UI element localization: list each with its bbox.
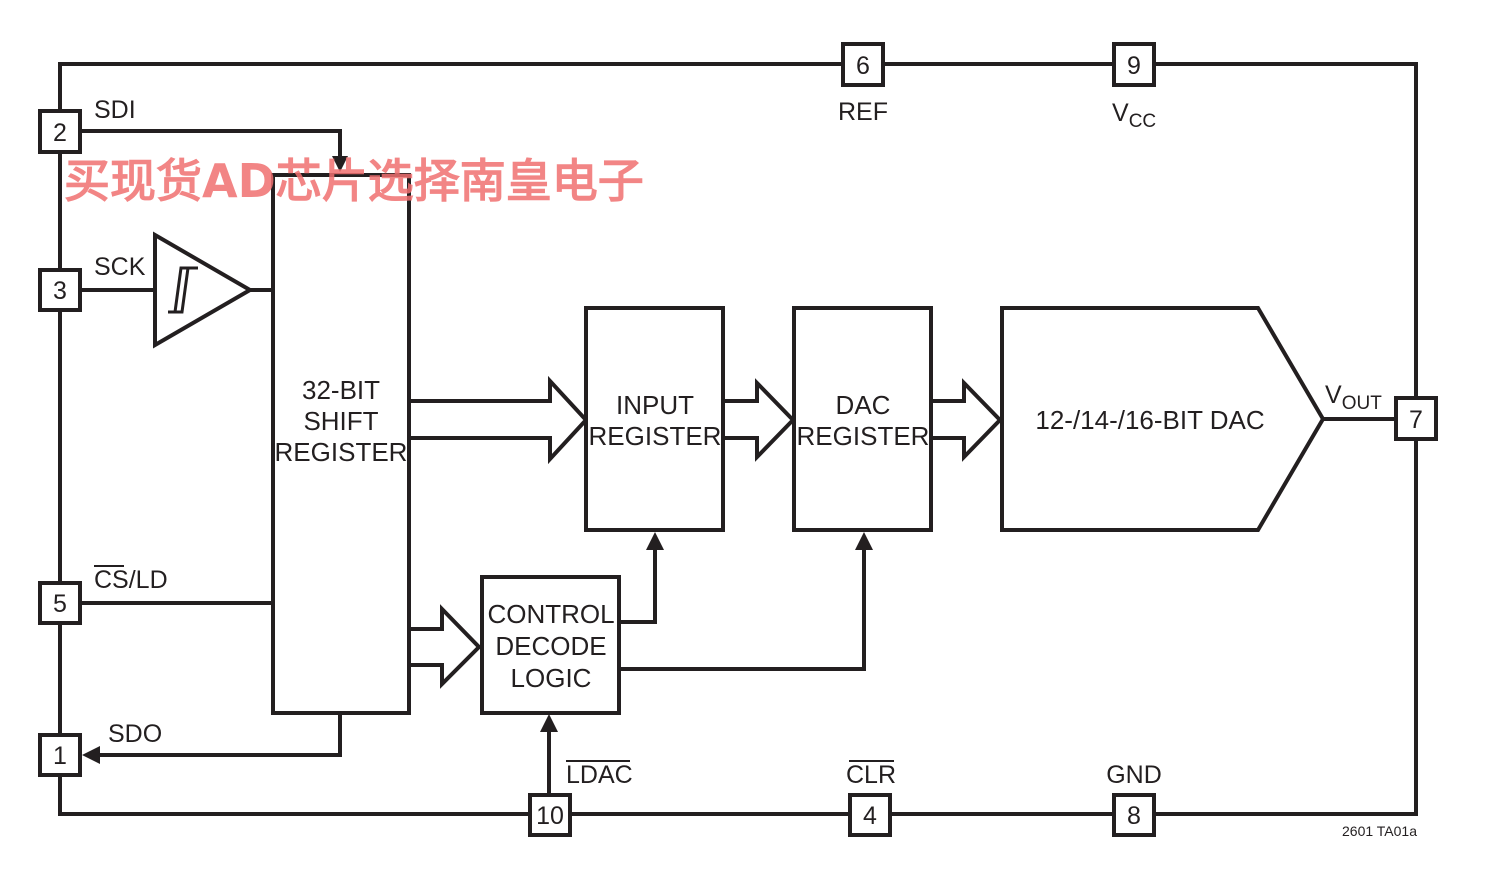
control-logic-line-1: CONTROL xyxy=(487,599,614,629)
pin-9: 9 xyxy=(1112,42,1156,87)
sdi-label: SDI xyxy=(94,96,136,124)
svg-text:2: 2 xyxy=(53,119,67,147)
watermark-text: 买现货AD芯片选择南皇电子 xyxy=(64,154,644,208)
control-logic-line-2: DECODE xyxy=(495,631,606,661)
input-register-line-1: INPUT xyxy=(616,390,694,420)
bus-arrow-to-dac xyxy=(929,378,1003,462)
input-register-line-2: REGISTER xyxy=(589,421,722,451)
vcc-label: VCC xyxy=(1112,99,1156,132)
ldac-arrowhead xyxy=(540,714,558,732)
dac-register-block xyxy=(792,306,933,532)
bus-arrow-to-dac-register xyxy=(721,378,796,462)
pin-10: 10 xyxy=(528,793,572,837)
svg-text:5: 5 xyxy=(53,590,67,618)
svg-text:1: 1 xyxy=(53,742,67,770)
pin-6: 6 xyxy=(841,42,885,87)
control-to-input-wire xyxy=(619,548,657,624)
svg-text:3: 3 xyxy=(53,277,67,305)
shift-register-block xyxy=(271,173,411,715)
dac-register-line-2: REGISTER xyxy=(797,421,930,451)
svg-text:6: 6 xyxy=(856,52,870,80)
ref-label: REF xyxy=(838,98,888,126)
dac-label: 12-/14-/16-BIT DAC xyxy=(1035,405,1264,435)
pin-2: 2 xyxy=(38,109,82,154)
svg-text:10: 10 xyxy=(536,802,564,830)
gnd-label: GND xyxy=(1106,761,1162,789)
pin-8: 8 xyxy=(1112,793,1156,837)
ldac-label: LDAC xyxy=(566,761,633,789)
dac-block xyxy=(1000,306,1326,532)
svg-text:9: 9 xyxy=(1127,52,1141,80)
control-to-input-arrowhead xyxy=(646,532,664,550)
control-to-dac-register-wire xyxy=(619,548,866,671)
sck-label: SCK xyxy=(94,253,146,281)
figure-code: 2601 TA01a xyxy=(1342,823,1417,839)
sdo-arrowhead xyxy=(82,746,100,764)
hysteresis-icon xyxy=(168,266,198,314)
pin-4: 4 xyxy=(848,793,892,837)
sdo-wire xyxy=(96,713,342,757)
sdi-arrowhead xyxy=(332,156,348,172)
dac-register-line-1: DAC xyxy=(836,390,891,420)
svg-text:7: 7 xyxy=(1409,406,1423,434)
bus-arrow-to-control-logic xyxy=(407,604,482,689)
svg-text:4: 4 xyxy=(863,802,877,830)
pin-7: 7 xyxy=(1394,396,1438,441)
control-logic-block xyxy=(480,575,621,715)
sdo-label: SDO xyxy=(108,720,162,748)
shift-register-line-1: 32-BIT xyxy=(302,375,380,405)
vout-label: VOUT xyxy=(1325,381,1382,414)
control-to-dac-register-arrowhead xyxy=(855,532,873,550)
input-register-block xyxy=(584,306,725,532)
bus-arrow-to-input-register xyxy=(407,375,589,465)
shift-register-line-3: REGISTER xyxy=(275,437,408,467)
pin-3: 3 xyxy=(38,268,82,312)
pin-5: 5 xyxy=(38,581,82,625)
control-logic-line-3: LOGIC xyxy=(511,663,592,693)
sdi-wire xyxy=(80,129,342,160)
svg-text:8: 8 xyxy=(1127,802,1141,830)
cs-ld-label: CS/LD xyxy=(94,566,168,594)
schmitt-buffer xyxy=(153,231,254,349)
clr-label: CLR xyxy=(846,761,896,789)
shift-register-line-2: SHIFT xyxy=(303,406,378,436)
pin-1: 1 xyxy=(38,733,82,777)
